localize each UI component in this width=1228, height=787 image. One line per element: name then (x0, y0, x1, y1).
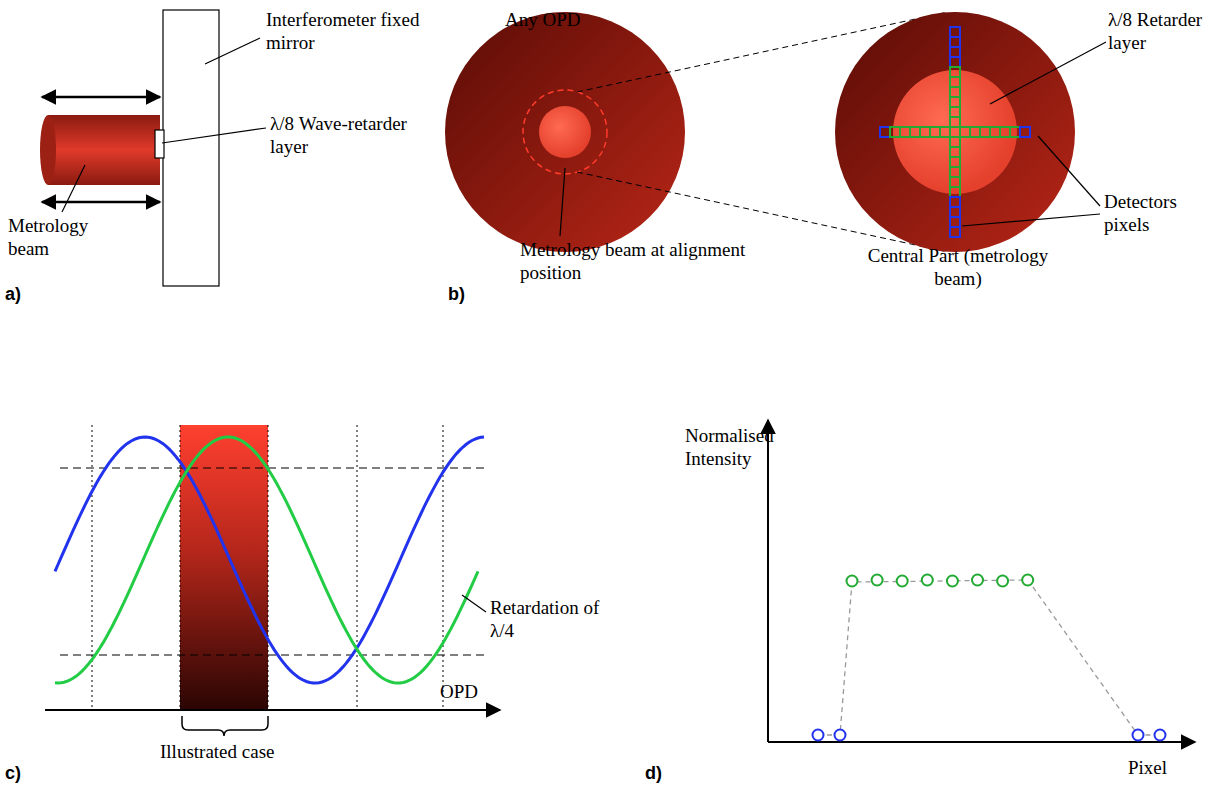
detector-pixel (950, 47, 960, 57)
detector-pixel (950, 57, 960, 67)
axis-label: OPD (440, 680, 500, 703)
detector-pixel (950, 177, 960, 187)
detector-pixel (960, 127, 970, 137)
data-point (897, 576, 908, 587)
detector-pixel (1010, 127, 1020, 137)
part-label: Detectors pixels (1104, 190, 1214, 236)
detector-pixel (910, 127, 920, 137)
detector-pixel (940, 127, 950, 137)
panel-d (768, 420, 1195, 742)
panel-b (445, 12, 1106, 252)
data-point (847, 576, 858, 587)
data-point (997, 576, 1008, 587)
region-label: Any OPD (505, 8, 625, 31)
detector-pixel (950, 117, 960, 127)
panel-label: d) (645, 763, 685, 785)
data-point (947, 576, 958, 587)
panel-label: c) (5, 763, 45, 785)
detector-pixel (900, 127, 910, 137)
detector-pixel (890, 127, 900, 137)
detector-pixel (950, 147, 960, 157)
detector-pixel (950, 97, 960, 107)
detector-pixel (950, 187, 960, 197)
part-label: λ/8 Retarder layer (1108, 8, 1223, 54)
detector-pixel (1020, 127, 1030, 137)
panel-label: b) (448, 284, 488, 306)
detector-pixel (1000, 127, 1010, 137)
detector-pixel (950, 87, 960, 97)
detector-pixel (950, 67, 960, 77)
axis-label: Pixel (1128, 756, 1208, 779)
detector-pixel (950, 107, 960, 117)
detector-pixel (950, 77, 960, 87)
data-point (922, 575, 933, 586)
detector-pixel (950, 197, 960, 207)
part-label: Central Part (metrology beam) (858, 244, 1058, 290)
detector-pixel (990, 127, 1000, 137)
detector-pixel (950, 37, 960, 47)
panel-a (40, 10, 266, 286)
axis-label: Normalised Intensity (685, 424, 765, 470)
panel-c (45, 425, 500, 736)
detector-pixel (980, 127, 990, 137)
signal-curve (55, 437, 484, 683)
detector-pixel (920, 127, 930, 137)
bracket-label: Illustrated case (160, 740, 320, 763)
detector-pixel (950, 127, 960, 137)
curve-label: Retardation of λ/4 (490, 596, 610, 642)
detector-pixel (970, 127, 980, 137)
signal-curve (55, 437, 478, 683)
panel-label: a) (5, 284, 45, 306)
data-point (972, 575, 983, 586)
part-label: Interferometer fixed mirror (266, 8, 441, 54)
detector-pixel (930, 127, 940, 137)
detector-pixel (950, 217, 960, 227)
part-label: Metrology beam at alignment position (520, 238, 780, 284)
data-point (813, 730, 824, 741)
detector-pixel (950, 137, 960, 147)
data-point (835, 730, 846, 741)
part-label: λ/8 Wave-retarder layer (270, 112, 420, 158)
detector-pixel (950, 157, 960, 167)
data-point (1022, 575, 1033, 586)
detector-pixel (950, 27, 960, 37)
detector-pixel (950, 207, 960, 217)
part-label: Metrology beam (8, 214, 118, 260)
detector-pixel (880, 127, 890, 137)
detector-pixel (950, 167, 960, 177)
data-point (872, 575, 883, 586)
data-point (1155, 730, 1166, 741)
detector-pixel (950, 227, 960, 237)
data-point (1133, 730, 1144, 741)
